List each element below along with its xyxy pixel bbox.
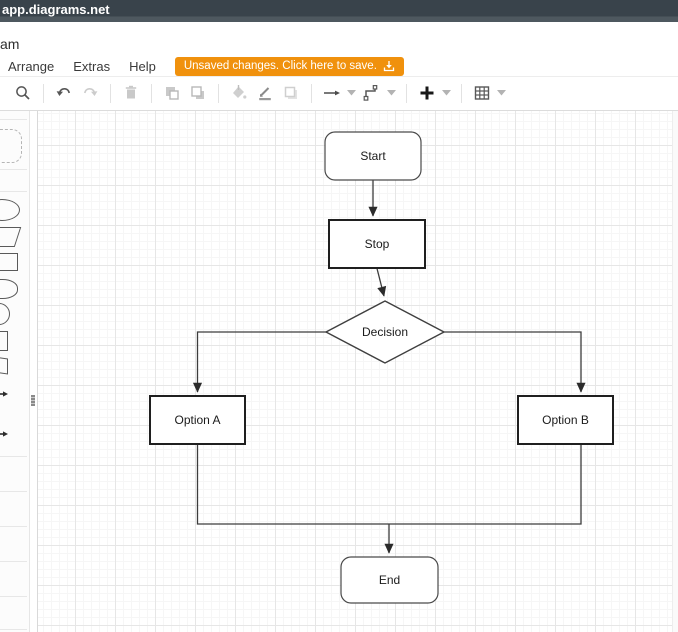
node-end[interactable]: End <box>340 556 439 604</box>
waypoints-icon <box>363 85 378 101</box>
panel-resize-grip[interactable] <box>31 395 35 406</box>
node-start[interactable]: Start <box>324 131 422 181</box>
waypoints-button[interactable] <box>360 81 384 105</box>
edge-decision-optionA[interactable] <box>192 331 327 393</box>
shape-document-icon[interactable] <box>0 279 18 299</box>
shape-rounded-rectangle-icon[interactable] <box>0 129 22 163</box>
connection-button[interactable] <box>320 81 344 105</box>
vertical-scrollbar[interactable] <box>672 111 678 632</box>
palette-divider <box>0 169 27 170</box>
palette-divider <box>0 526 27 527</box>
to-back-icon <box>191 86 204 99</box>
node-option-a-label: Option A <box>174 413 220 427</box>
chevron-down-icon <box>386 90 396 96</box>
toolbar-separator <box>43 83 44 103</box>
node-option-b-label: Option B <box>542 413 589 427</box>
edge-options-merge[interactable] <box>196 444 582 525</box>
edge-decision-optionB[interactable] <box>444 331 586 393</box>
toolbar <box>0 77 678 109</box>
edge-stop-decision[interactable] <box>376 268 387 297</box>
palette-divider <box>0 561 27 562</box>
node-stop-label: Stop <box>365 237 390 251</box>
palette-divider <box>0 456 27 457</box>
diagram-filename-fragment: am <box>0 36 20 52</box>
shape-square-icon[interactable] <box>0 331 8 351</box>
table-button[interactable] <box>470 81 494 105</box>
to-front-button[interactable] <box>160 81 184 105</box>
arrow-icon <box>324 90 340 96</box>
undo-button[interactable] <box>52 81 76 105</box>
node-end-label: End <box>379 573 400 587</box>
toolbar-separator <box>311 83 312 103</box>
menu-arrange[interactable]: Arrange <box>8 58 55 74</box>
waypoints-dropdown[interactable] <box>385 81 397 105</box>
redo-button[interactable] <box>78 81 102 105</box>
palette-divider <box>0 119 27 120</box>
menubar: Arrange Extras Help Unsaved changes. Cli… <box>8 56 404 76</box>
to-back-button[interactable] <box>186 81 210 105</box>
shape-rectangle-icon[interactable] <box>0 253 18 271</box>
palette-divider <box>0 191 27 192</box>
shape-quad-icon[interactable] <box>0 355 8 375</box>
shadow-icon <box>284 86 297 99</box>
shadow-button[interactable] <box>279 81 303 105</box>
fill-color-button[interactable] <box>227 81 251 105</box>
menubar-divider <box>0 76 678 77</box>
plus-icon <box>420 86 434 100</box>
connection-dropdown[interactable] <box>345 81 357 105</box>
toolbar-separator <box>110 83 111 103</box>
download-icon <box>383 61 395 72</box>
zoom-button[interactable] <box>11 81 35 105</box>
toolbar-separator <box>406 83 407 103</box>
node-decision-label: Decision <box>362 325 408 339</box>
palette-divider <box>0 629 27 630</box>
shape-ellipse-icon[interactable] <box>0 199 20 221</box>
flowchart: Start Stop Decision Option A Option B En… <box>149 131 614 604</box>
app-chrome: am Arrange Extras Help Unsaved changes. … <box>0 22 678 110</box>
line-color-icon <box>259 87 271 101</box>
node-start-label: Start <box>360 149 386 163</box>
shapes-palette <box>0 111 30 632</box>
chevron-down-icon <box>346 90 356 96</box>
node-option-a[interactable]: Option A <box>149 395 246 445</box>
table-dropdown[interactable] <box>495 81 507 105</box>
window-titlebar: app.diagrams.net <box>0 0 678 22</box>
chevron-down-icon <box>496 90 506 96</box>
toolbar-separator <box>461 83 462 103</box>
shape-arrow-icon[interactable] <box>0 429 8 439</box>
palette-divider <box>0 596 27 597</box>
table-icon <box>474 86 490 100</box>
palette-divider <box>0 491 27 492</box>
insert-button[interactable] <box>415 81 439 105</box>
menu-help[interactable]: Help <box>129 58 156 74</box>
drawing-canvas[interactable]: Start Stop Decision Option A Option B En… <box>37 111 672 632</box>
delete-button[interactable] <box>119 81 143 105</box>
main-area: Start Stop Decision Option A Option B En… <box>0 110 678 632</box>
node-decision[interactable]: Decision <box>324 300 446 364</box>
unsaved-changes-button[interactable]: Unsaved changes. Click here to save. <box>174 56 404 76</box>
fill-color-icon <box>233 85 247 99</box>
undo-icon <box>56 87 70 96</box>
magnifier-icon <box>16 86 30 100</box>
toolbar-separator <box>218 83 219 103</box>
menu-extras[interactable]: Extras <box>73 58 111 74</box>
node-option-b[interactable]: Option B <box>517 395 614 445</box>
shape-arrow-icon[interactable] <box>0 389 8 399</box>
node-stop[interactable]: Stop <box>328 219 426 269</box>
toolbar-separator <box>151 83 152 103</box>
redo-icon <box>84 87 98 96</box>
insert-dropdown[interactable] <box>440 81 452 105</box>
chevron-down-icon <box>441 90 451 96</box>
to-front-icon <box>166 87 179 100</box>
page-title: app.diagrams.net <box>2 2 110 17</box>
unsaved-changes-label: Unsaved changes. Click here to save. <box>183 60 377 72</box>
line-color-button[interactable] <box>253 81 277 105</box>
shape-circle-icon[interactable] <box>0 303 10 325</box>
shape-parallelogram-icon[interactable] <box>0 227 22 247</box>
trash-icon <box>125 85 137 99</box>
